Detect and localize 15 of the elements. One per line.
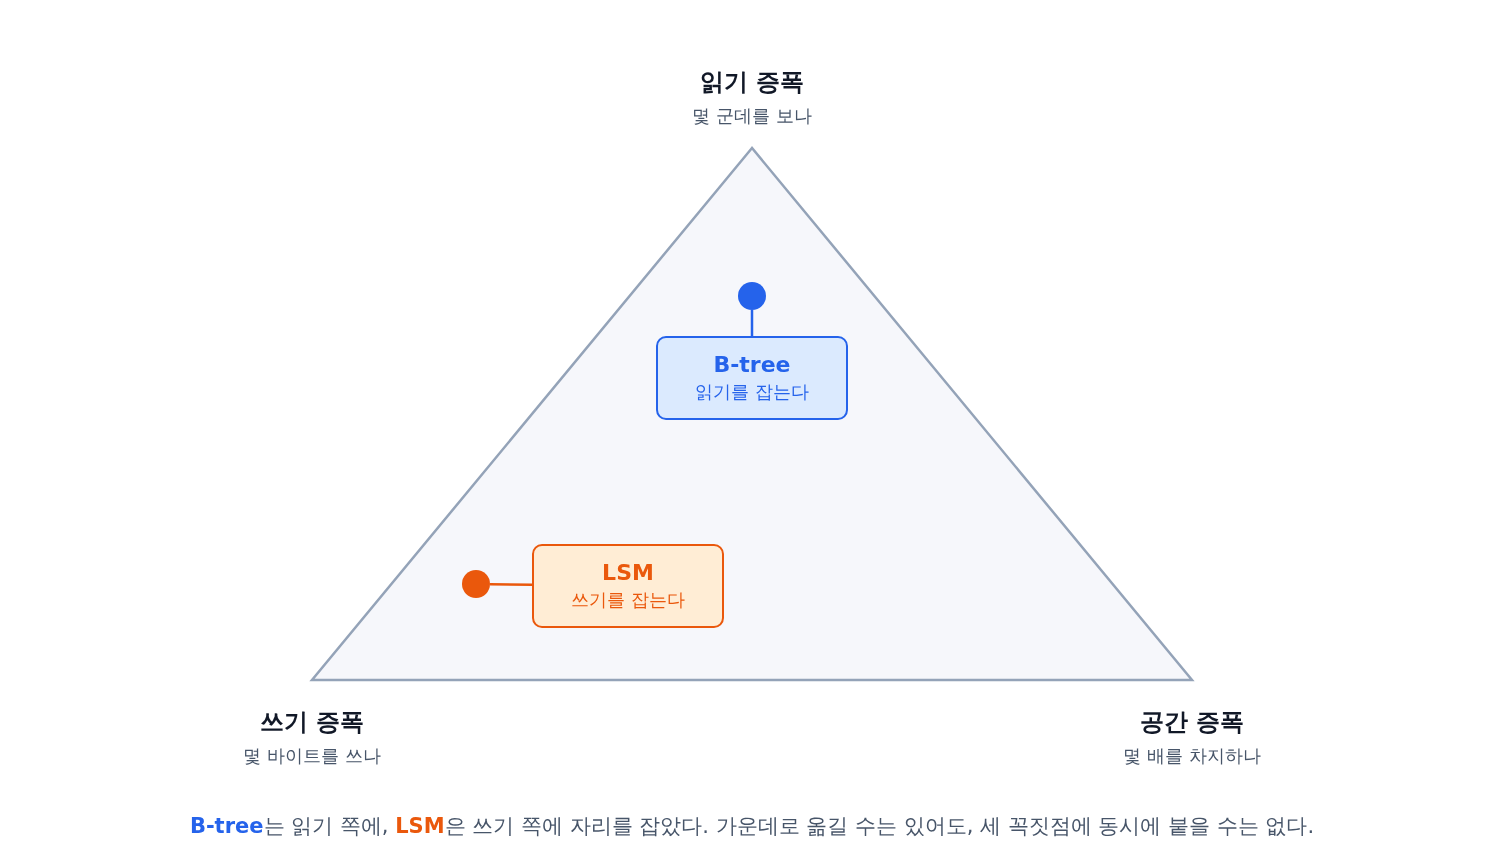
box-subtitle: 읽기를 잡는다 <box>695 380 809 404</box>
process-box <box>656 336 848 420</box>
connector-line <box>490 582 532 586</box>
box-title: B-tree <box>713 351 791 379</box>
process-box <box>532 544 724 628</box>
vertex-sublabel: 몇 배를 차지하나 <box>1123 744 1261 768</box>
vertex-label: 공간 증폭 <box>1139 707 1245 738</box>
vertex-label: 쓰기 증폭 <box>259 707 365 738</box>
caption: B-tree는 읽기 쪽에, LSM은 쓰기 쪽에 자리를 잡았다. 가운데로 옮길 수는 있어도, 세 꼭짓점에 동시에 붙을 수는 없다. <box>188 813 1316 840</box>
connector-line <box>750 310 754 336</box>
box-title: LSM <box>602 559 654 587</box>
vertex-label: 읽기 증폭 <box>699 67 805 98</box>
vertex-sublabel: 몇 군데를 보나 <box>692 104 812 128</box>
vertex-sublabel: 몇 바이트를 쓰나 <box>243 744 381 768</box>
box-subtitle: 쓰기를 잡는다 <box>571 588 685 612</box>
